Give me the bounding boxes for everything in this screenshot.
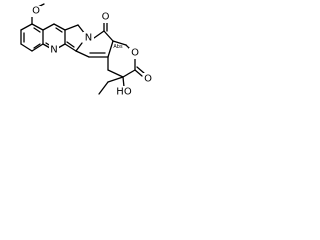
- bond-b-double1: [55, 27, 63, 33]
- bond-lines: [20, 3, 145, 95]
- bond-b1: [42, 23, 55, 31]
- bond-b5: [42, 43, 51, 49]
- bond-d1: [93, 30, 105, 39]
- bond-a3: [20, 43, 33, 52]
- bond-a1: [20, 23, 33, 31]
- atom-quinoline-nitrogen: N: [50, 45, 57, 56]
- molecule-structure-diagram: O N N O O O HO Abs: [20, 3, 154, 98]
- bond-a4: [31, 43, 44, 52]
- bond-d2: [103, 30, 114, 42]
- bond-lactone-co1: [134, 69, 143, 77]
- atom-hydroxyl-group: HO: [116, 87, 132, 98]
- atom-methoxy-oxygen: O: [32, 6, 40, 17]
- bond-c4: [64, 43, 77, 52]
- bond-e4: [122, 69, 136, 78]
- bond-c-double: [66, 41, 75, 48]
- atom-ring-oxygen: O: [131, 48, 139, 59]
- bond-a-double3: [33, 27, 41, 33]
- bond-e5: [107, 69, 124, 78]
- atom-lactam-oxygen: O: [102, 12, 110, 23]
- atom-lactone-oxygen: O: [144, 74, 152, 85]
- bond-d3: [107, 40, 114, 58]
- bond-c3: [75, 42, 83, 52]
- bond-ethyl-1: [107, 76, 124, 83]
- bond-d5: [75, 50, 90, 58]
- stereo-abs-label: Abs: [113, 44, 123, 50]
- bond-a6: [31, 23, 44, 31]
- bond-a-double2: [33, 43, 41, 49]
- bond-b2: [53, 23, 66, 31]
- bond-ethyl-2: [98, 81, 109, 95]
- atom-labels: O N N O O O HO Abs: [31, 6, 154, 98]
- bond-c-oh: [122, 76, 125, 88]
- bond-e1: [112, 40, 127, 46]
- atom-pyrrole-nitrogen: N: [85, 33, 92, 44]
- bond-lactone-co2: [136, 66, 145, 74]
- bond-c1: [64, 24, 79, 31]
- bond-b4: [57, 43, 66, 49]
